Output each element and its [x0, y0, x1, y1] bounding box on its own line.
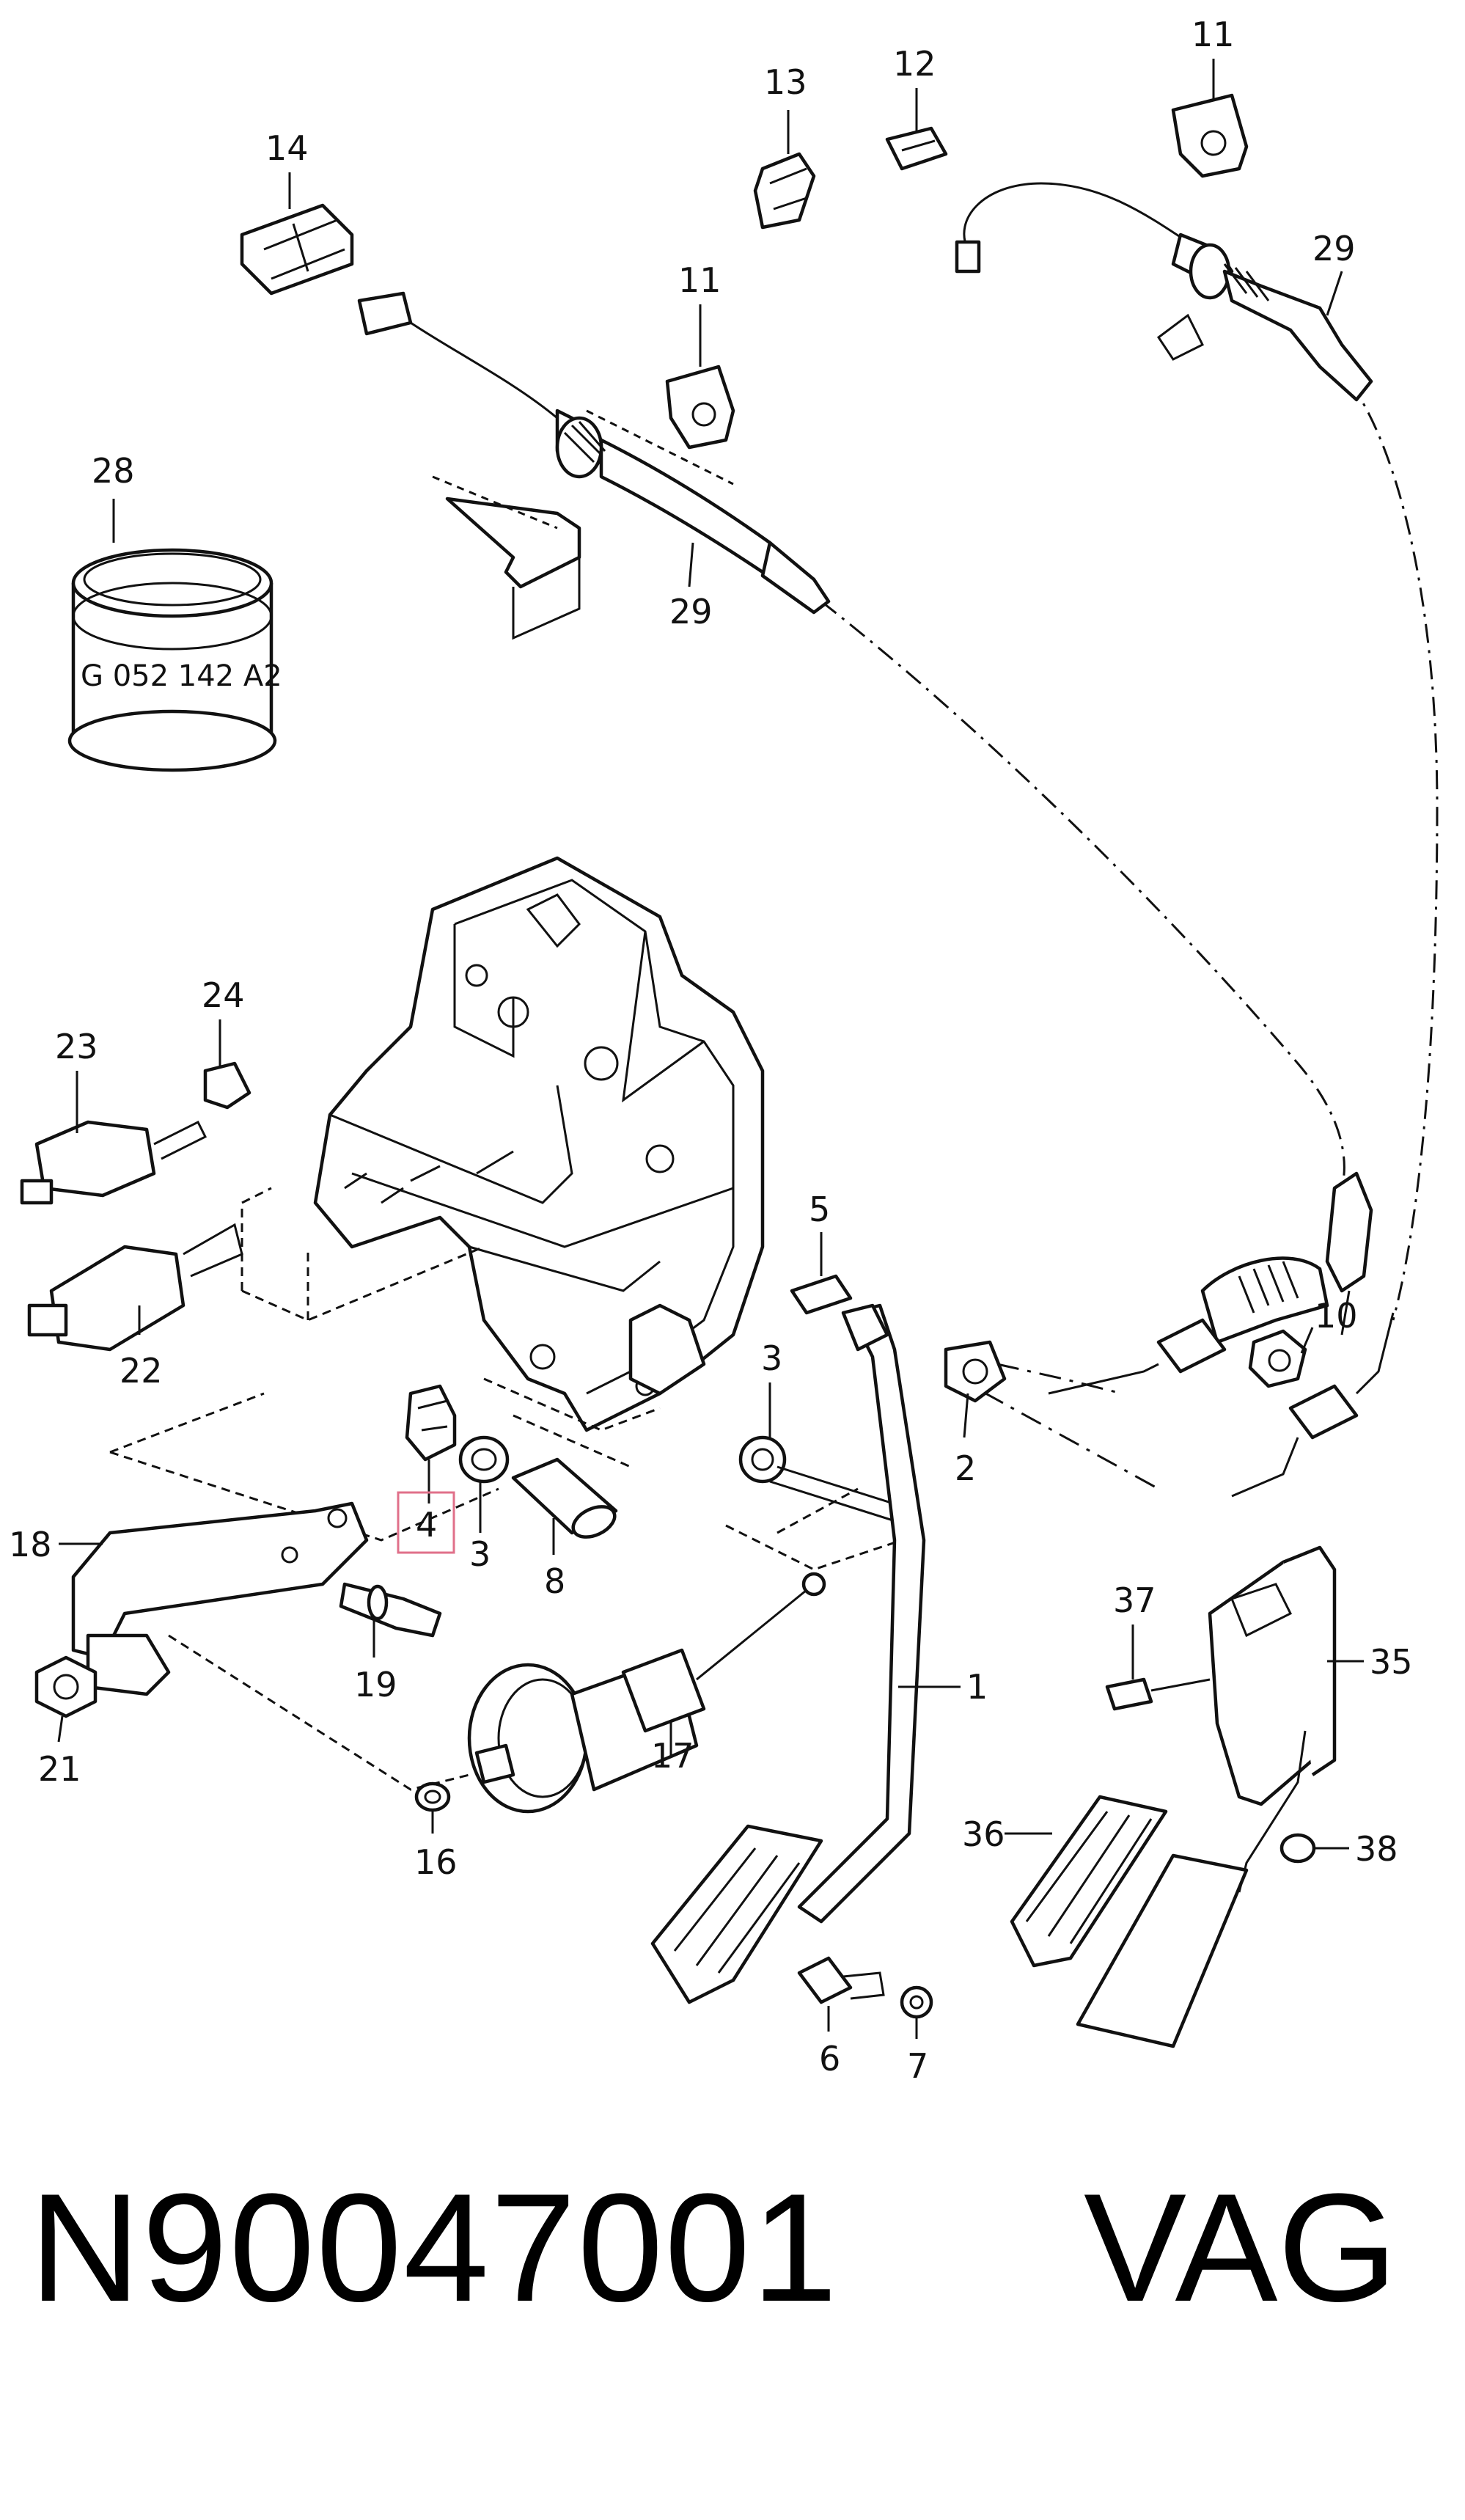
cable-run-upper [820, 600, 1345, 1189]
brand-name: VAG [1084, 2161, 1398, 2334]
callout-24: 24 [202, 975, 245, 1015]
callout-23: 23 [55, 1027, 98, 1066]
pedal-bracket-assembly [313, 856, 765, 1432]
callout-6: 6 [819, 2039, 840, 2078]
screw-6 [797, 1956, 885, 2004]
sleeve-8 [511, 1457, 618, 1539]
brake-light-switch-23 [20, 1120, 208, 1205]
callout-19: 19 [354, 1665, 397, 1704]
callout-16: 16 [414, 1842, 458, 1882]
bushing-3-right [738, 1435, 787, 1484]
pin-19 [339, 1582, 442, 1638]
leader-lines [57, 59, 1364, 2039]
bushing-2 [944, 1340, 1007, 1403]
callout-8: 8 [544, 1561, 565, 1601]
callout-2: 2 [955, 1448, 976, 1488]
cap-38 [1279, 1833, 1316, 1864]
callout-10: 10 [1315, 1296, 1358, 1336]
clip-11-mid [665, 365, 735, 450]
callout-22: 22 [120, 1351, 163, 1391]
callout-35: 35 [1370, 1642, 1413, 1682]
callout-13: 13 [764, 62, 807, 102]
hose-clamp-ring-28: G 052 142 A2 [67, 548, 282, 772]
callout-labels: 14 13 12 11 11 29 29 28 24 23 22 5 3 3 4… [9, 15, 1413, 2086]
callout-3-right: 3 [761, 1338, 782, 1378]
callout-14: 14 [265, 128, 309, 168]
bushing-3-left [458, 1435, 510, 1484]
callout-11-mid: 11 [678, 260, 722, 300]
connector-24 [203, 1061, 251, 1110]
callout-37: 37 [1113, 1581, 1156, 1620]
cable-bracket-left [445, 497, 581, 589]
callout-36: 36 [962, 1814, 1005, 1854]
callout-17: 17 [651, 1736, 694, 1776]
hex-nut-21 [34, 1655, 98, 1718]
clip-12 [885, 126, 948, 171]
highlight-box-callout-4 [397, 1491, 455, 1554]
callout-21: 21 [38, 1749, 81, 1789]
cap-16 [414, 1781, 451, 1812]
accelerator-cable-right [955, 182, 1373, 402]
pedal-pad-36 [1010, 1795, 1249, 2048]
clip-11-top [1171, 93, 1249, 178]
callout-5: 5 [809, 1190, 830, 1229]
callout-7: 7 [907, 2046, 928, 2086]
callout-4: 4 [416, 1505, 437, 1545]
clip-14 [240, 203, 354, 296]
clip-5 [790, 1274, 853, 1315]
cable-run-right [1348, 381, 1439, 1321]
vacuum-actuator-17 [467, 1572, 826, 1814]
nut-10 [1248, 1329, 1307, 1388]
cable-end-fittings [1048, 1171, 1395, 1498]
callout-3-left: 3 [469, 1534, 491, 1574]
callout-11-top: 11 [1192, 15, 1235, 54]
cable-run-lower-a [996, 1363, 1123, 1395]
clutch-switch-22 [27, 1223, 243, 1352]
support-bracket-18 [71, 1501, 369, 1696]
callout-1: 1 [966, 1667, 988, 1707]
clip-4 [405, 1384, 457, 1462]
clip-13 [753, 152, 816, 230]
bolt-37 [1105, 1677, 1211, 1711]
part-number: N90047001 [29, 2161, 839, 2334]
ring-marking-text: G 052 142 A2 [81, 659, 282, 693]
accelerator-cable-left [357, 291, 831, 615]
callout-38: 38 [1355, 1829, 1398, 1869]
pedal-module-35 [1208, 1545, 1337, 1893]
washer-7 [900, 1985, 933, 2019]
callout-28: 28 [92, 451, 135, 491]
callout-18: 18 [9, 1525, 52, 1564]
callout-12: 12 [893, 44, 936, 84]
callout-29-left: 29 [669, 592, 713, 631]
accelerator-pedal-1 [650, 1303, 926, 2004]
callout-29-right: 29 [1312, 229, 1356, 268]
